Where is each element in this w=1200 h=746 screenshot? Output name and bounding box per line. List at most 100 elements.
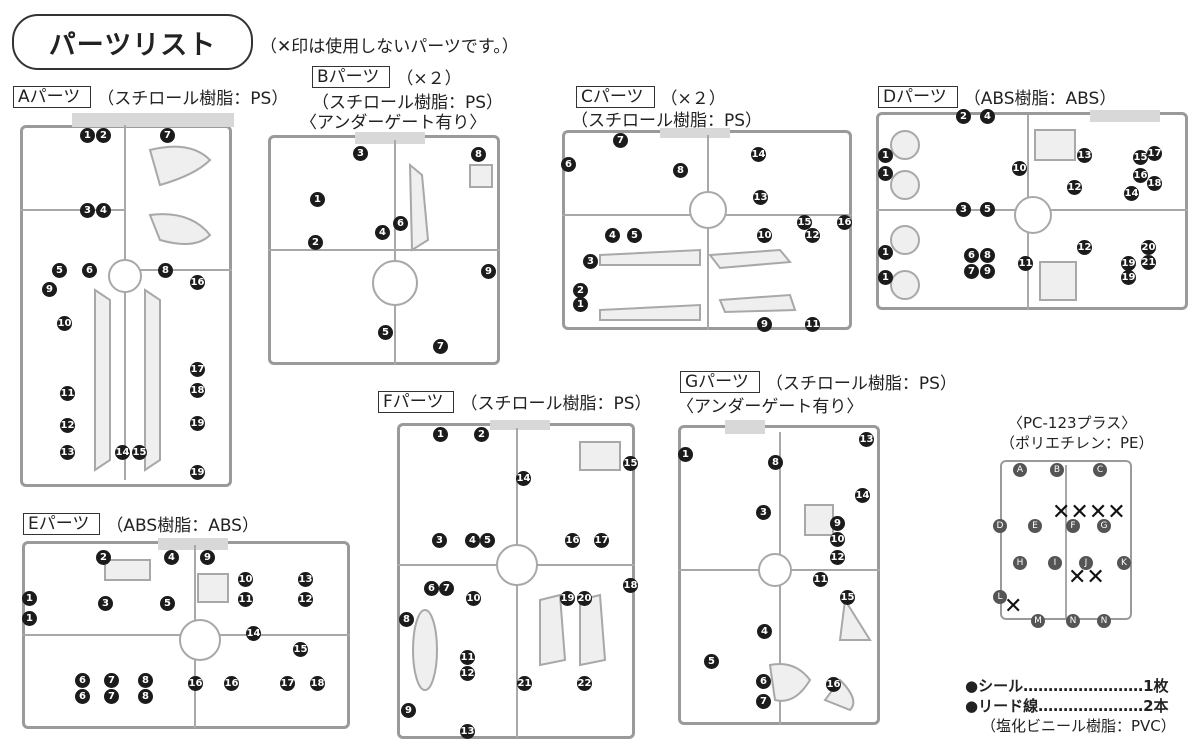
- part-number-e: 9: [200, 550, 215, 565]
- part-number-b: 2: [308, 235, 323, 250]
- part-number-g: 10: [830, 532, 845, 547]
- pc-letter: L: [993, 590, 1007, 604]
- parts-c-label: Cパーツ （×２）: [576, 84, 726, 109]
- parts-c-name: Cパーツ: [576, 85, 655, 108]
- part-number-e: 16: [188, 676, 203, 691]
- part-number-g: 1: [678, 447, 693, 462]
- parts-g-label: Gパーツ （スチロール樹脂：PS）: [680, 369, 957, 394]
- part-number-g: 5: [704, 654, 719, 669]
- part-number-c: 15: [797, 215, 812, 230]
- parts-g-name: Gパーツ: [680, 370, 760, 393]
- part-number-e: 6: [75, 673, 90, 688]
- part-number-a: 18: [190, 383, 205, 398]
- pc-letter: G: [1097, 519, 1111, 533]
- part-number-f: 5: [480, 533, 495, 548]
- part-number-d: 20: [1141, 240, 1156, 255]
- part-number-b: 8: [471, 147, 486, 162]
- seal-line: ●シール……………………1枚: [965, 677, 1169, 695]
- part-number-e: 6: [75, 689, 90, 704]
- part-number-f: 14: [516, 471, 531, 486]
- pc-letter: A: [1013, 463, 1027, 477]
- parts-g-material: （スチロール樹脂：PS）: [765, 374, 957, 394]
- part-number-f: 9: [401, 703, 416, 718]
- part-number-d: 21: [1141, 255, 1156, 270]
- part-number-g: 13: [859, 432, 874, 447]
- part-number-e: 11: [238, 592, 253, 607]
- part-number-f: 16: [565, 533, 580, 548]
- part-number-a: 19: [190, 465, 205, 480]
- part-number-e: 12: [298, 592, 313, 607]
- parts-a-material: （スチロール樹脂：PS）: [97, 89, 289, 109]
- part-number-a: 2: [96, 128, 111, 143]
- part-number-e: 14: [246, 626, 261, 641]
- part-number-d: 4: [980, 109, 995, 124]
- part-number-f: 11: [460, 650, 475, 665]
- part-number-a: 5: [52, 263, 67, 278]
- part-number-g: 3: [756, 505, 771, 520]
- part-number-d: 19: [1121, 270, 1136, 285]
- part-number-a: 1: [80, 128, 95, 143]
- part-number-a: 10: [57, 316, 72, 331]
- parts-c-count: （×２）: [660, 89, 726, 109]
- part-number-c: 1: [573, 297, 588, 312]
- part-number-b: 3: [353, 146, 368, 161]
- parts-f-name: Fパーツ: [378, 390, 455, 413]
- part-number-f: 19: [560, 591, 575, 606]
- part-number-g: 4: [757, 624, 772, 639]
- pc-letter: H: [1013, 556, 1027, 570]
- part-number-f: 10: [466, 591, 481, 606]
- part-number-e: 2: [96, 550, 111, 565]
- part-number-c: 5: [627, 228, 642, 243]
- parts-d-label: Dパーツ （ABS樹脂：ABS）: [878, 84, 1116, 109]
- part-number-d: 1: [878, 245, 893, 260]
- part-number-a: 8: [158, 263, 173, 278]
- part-number-b: 5: [378, 325, 393, 340]
- part-number-e: 1: [22, 591, 37, 606]
- part-number-a: 13: [60, 445, 75, 460]
- part-number-c: 11: [805, 317, 820, 332]
- pc-letter: N: [1097, 614, 1111, 628]
- part-number-a: 3: [80, 203, 95, 218]
- parts-b-name: Bパーツ: [312, 65, 391, 88]
- part-number-d: 9: [980, 264, 995, 279]
- pc-letter: N: [1066, 614, 1080, 628]
- pc-letter: K: [1117, 556, 1131, 570]
- unused-x-mark: ✕✕: [1068, 565, 1105, 590]
- unused-x-mark: ✕✕✕✕: [1052, 500, 1126, 525]
- part-number-e: 13: [298, 572, 313, 587]
- part-number-d: 1: [878, 148, 893, 163]
- part-number-b: 1: [310, 192, 325, 207]
- part-number-f: 1: [433, 427, 448, 442]
- part-number-g: 8: [768, 455, 783, 470]
- part-number-e: 15: [293, 642, 308, 657]
- pc-letter: E: [1028, 519, 1042, 533]
- parts-d-material: （ABS樹脂：ABS）: [963, 89, 1117, 109]
- parts-g-gate: 〈アンダーゲート有り〉: [677, 397, 864, 417]
- parts-b-count: （×２）: [396, 69, 462, 89]
- part-number-e: 10: [238, 572, 253, 587]
- parts-a-name: Aパーツ: [13, 85, 92, 108]
- parts-e-material: （ABS樹脂：ABS）: [106, 516, 259, 536]
- part-number-d: 16: [1133, 168, 1148, 183]
- part-number-d: 7: [964, 264, 979, 279]
- part-number-g: 6: [756, 674, 771, 689]
- part-number-d: 6: [964, 248, 979, 263]
- part-number-c: 13: [753, 190, 768, 205]
- part-number-e: 18: [310, 676, 325, 691]
- part-number-c: 7: [613, 133, 628, 148]
- part-number-f: 2: [474, 427, 489, 442]
- part-number-d: 12: [1077, 240, 1092, 255]
- part-number-f: 12: [460, 666, 475, 681]
- part-number-a: 15: [132, 445, 147, 460]
- part-number-d: 3: [956, 202, 971, 217]
- part-number-d: 17: [1147, 146, 1162, 161]
- parts-b-gate: 〈アンダーゲート有り〉: [300, 113, 487, 133]
- parts-b-label: Bパーツ （×２）: [312, 64, 462, 89]
- part-number-f: 13: [460, 724, 475, 739]
- part-number-a: 19: [190, 416, 205, 431]
- parts-d-name: Dパーツ: [878, 85, 958, 108]
- pc-letter: C: [1093, 463, 1107, 477]
- part-number-c: 12: [805, 228, 820, 243]
- part-number-d: 2: [956, 109, 971, 124]
- pc-letter: I: [1048, 556, 1062, 570]
